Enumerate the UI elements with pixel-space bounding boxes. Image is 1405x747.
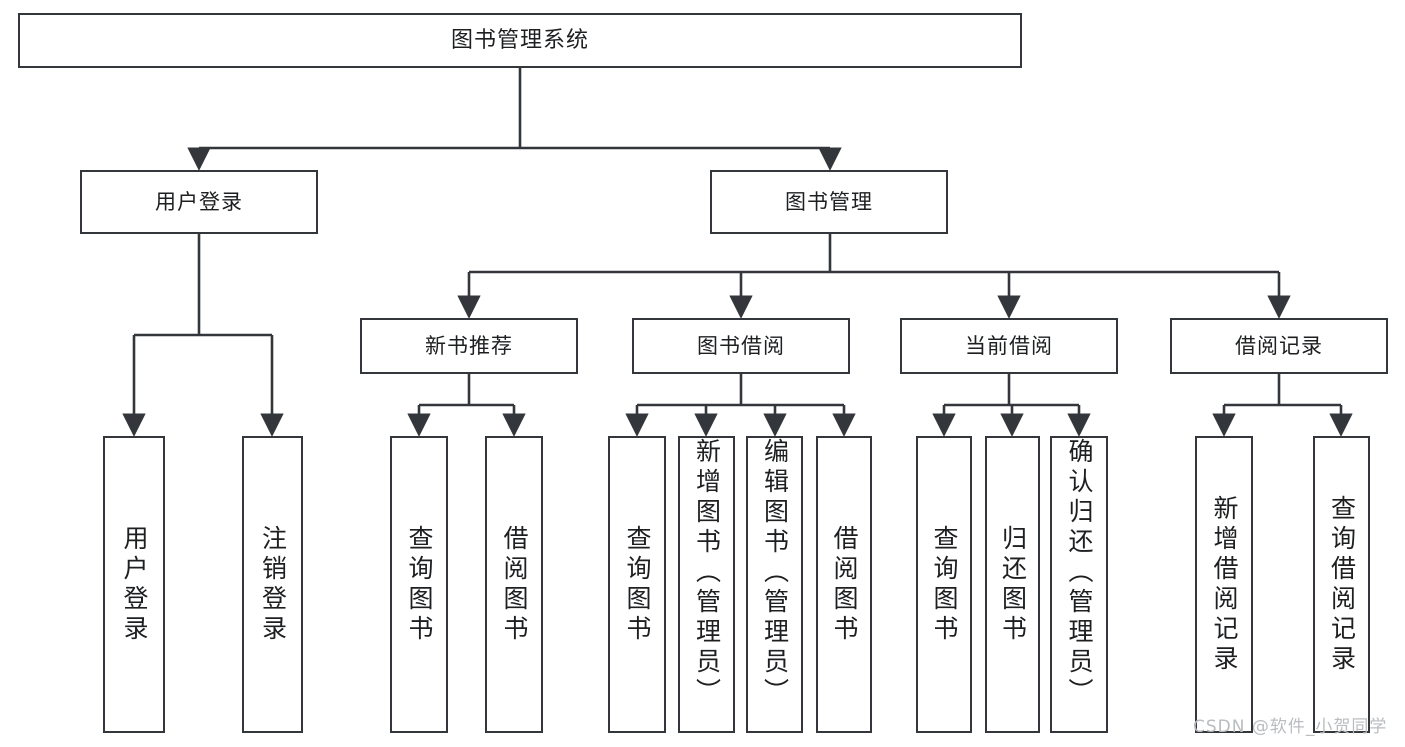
node-leaf-cb-confirm-return-label: 确认归还（管理员） bbox=[1065, 438, 1094, 708]
node-book-borrow[interactable]: 图书借阅 bbox=[632, 318, 850, 374]
node-leaf-bw-borrow-book[interactable]: 借阅图书 bbox=[816, 436, 872, 733]
node-leaf-rec-borrow-book[interactable]: 借阅图书 bbox=[485, 436, 543, 733]
node-leaf-bw-borrow-book-label: 借阅图书 bbox=[830, 524, 859, 645]
node-user-login[interactable]: 用户登录 bbox=[80, 170, 318, 234]
node-current-borrow-label: 当前借阅 bbox=[965, 333, 1053, 358]
edges-level3-new-book-rec bbox=[407, 374, 526, 437]
node-new-book-rec[interactable]: 新书推荐 bbox=[360, 318, 578, 374]
node-leaf-bw-edit-book-label: 编辑图书（管理员） bbox=[760, 438, 790, 708]
node-leaf-br-query-record[interactable]: 查询借阅记录 bbox=[1313, 436, 1370, 733]
node-leaf-user-logout-label: 注销登录 bbox=[258, 524, 288, 645]
node-leaf-rec-borrow-book-label: 借阅图书 bbox=[500, 524, 529, 645]
node-leaf-rec-query-book[interactable]: 查询图书 bbox=[390, 436, 448, 733]
node-leaf-cb-confirm-return[interactable]: 确认归还（管理员） bbox=[1050, 436, 1108, 733]
node-leaf-cb-return-book[interactable]: 归还图书 bbox=[985, 436, 1040, 733]
node-borrow-record-label: 借阅记录 bbox=[1235, 333, 1323, 358]
node-root-label: 图书管理系统 bbox=[450, 27, 589, 53]
node-leaf-cb-query-book-label: 查询图书 bbox=[930, 524, 959, 645]
edges-level2-book-manage bbox=[457, 234, 1291, 319]
node-book-manage-label: 图书管理 bbox=[785, 189, 873, 214]
node-leaf-br-add-record[interactable]: 新增借阅记录 bbox=[1195, 436, 1253, 733]
node-borrow-record[interactable]: 借阅记录 bbox=[1170, 318, 1388, 374]
node-leaf-bw-query-book[interactable]: 查询图书 bbox=[608, 436, 666, 733]
edges-level1 bbox=[187, 68, 842, 171]
node-leaf-br-query-record-label: 查询借阅记录 bbox=[1327, 494, 1357, 675]
csdn-watermark: CSDN @软件_小贺同学 bbox=[1193, 717, 1388, 737]
node-leaf-user-login-label: 用户登录 bbox=[120, 524, 149, 645]
node-leaf-bw-add-book-label: 新增图书（管理员） bbox=[692, 438, 722, 708]
node-leaf-rec-query-book-label: 查询图书 bbox=[405, 524, 434, 645]
node-current-borrow[interactable]: 当前借阅 bbox=[900, 318, 1118, 374]
node-book-borrow-label: 图书借阅 bbox=[697, 333, 785, 358]
node-leaf-br-add-record-label: 新增借阅记录 bbox=[1210, 494, 1239, 675]
node-leaf-bw-query-book-label: 查询图书 bbox=[623, 524, 652, 645]
node-book-manage[interactable]: 图书管理 bbox=[710, 170, 948, 234]
node-user-login-label: 用户登录 bbox=[155, 189, 243, 214]
node-root[interactable]: 图书管理系统 bbox=[18, 13, 1022, 68]
node-new-book-rec-label: 新书推荐 bbox=[425, 333, 513, 358]
node-leaf-cb-return-book-label: 归还图书 bbox=[998, 524, 1028, 645]
node-leaf-user-logout[interactable]: 注销登录 bbox=[242, 436, 303, 733]
edges-level3-current-borrow bbox=[932, 374, 1091, 437]
edges-level2-user-login bbox=[122, 234, 284, 437]
edges-level3-book-borrow bbox=[625, 374, 856, 437]
node-leaf-bw-add-book[interactable]: 新增图书（管理员） bbox=[678, 436, 735, 733]
node-leaf-bw-edit-book[interactable]: 编辑图书（管理员） bbox=[746, 436, 803, 733]
edges-level3-borrow-record bbox=[1212, 374, 1353, 437]
node-leaf-user-login[interactable]: 用户登录 bbox=[103, 436, 165, 733]
node-leaf-cb-query-book[interactable]: 查询图书 bbox=[916, 436, 972, 733]
